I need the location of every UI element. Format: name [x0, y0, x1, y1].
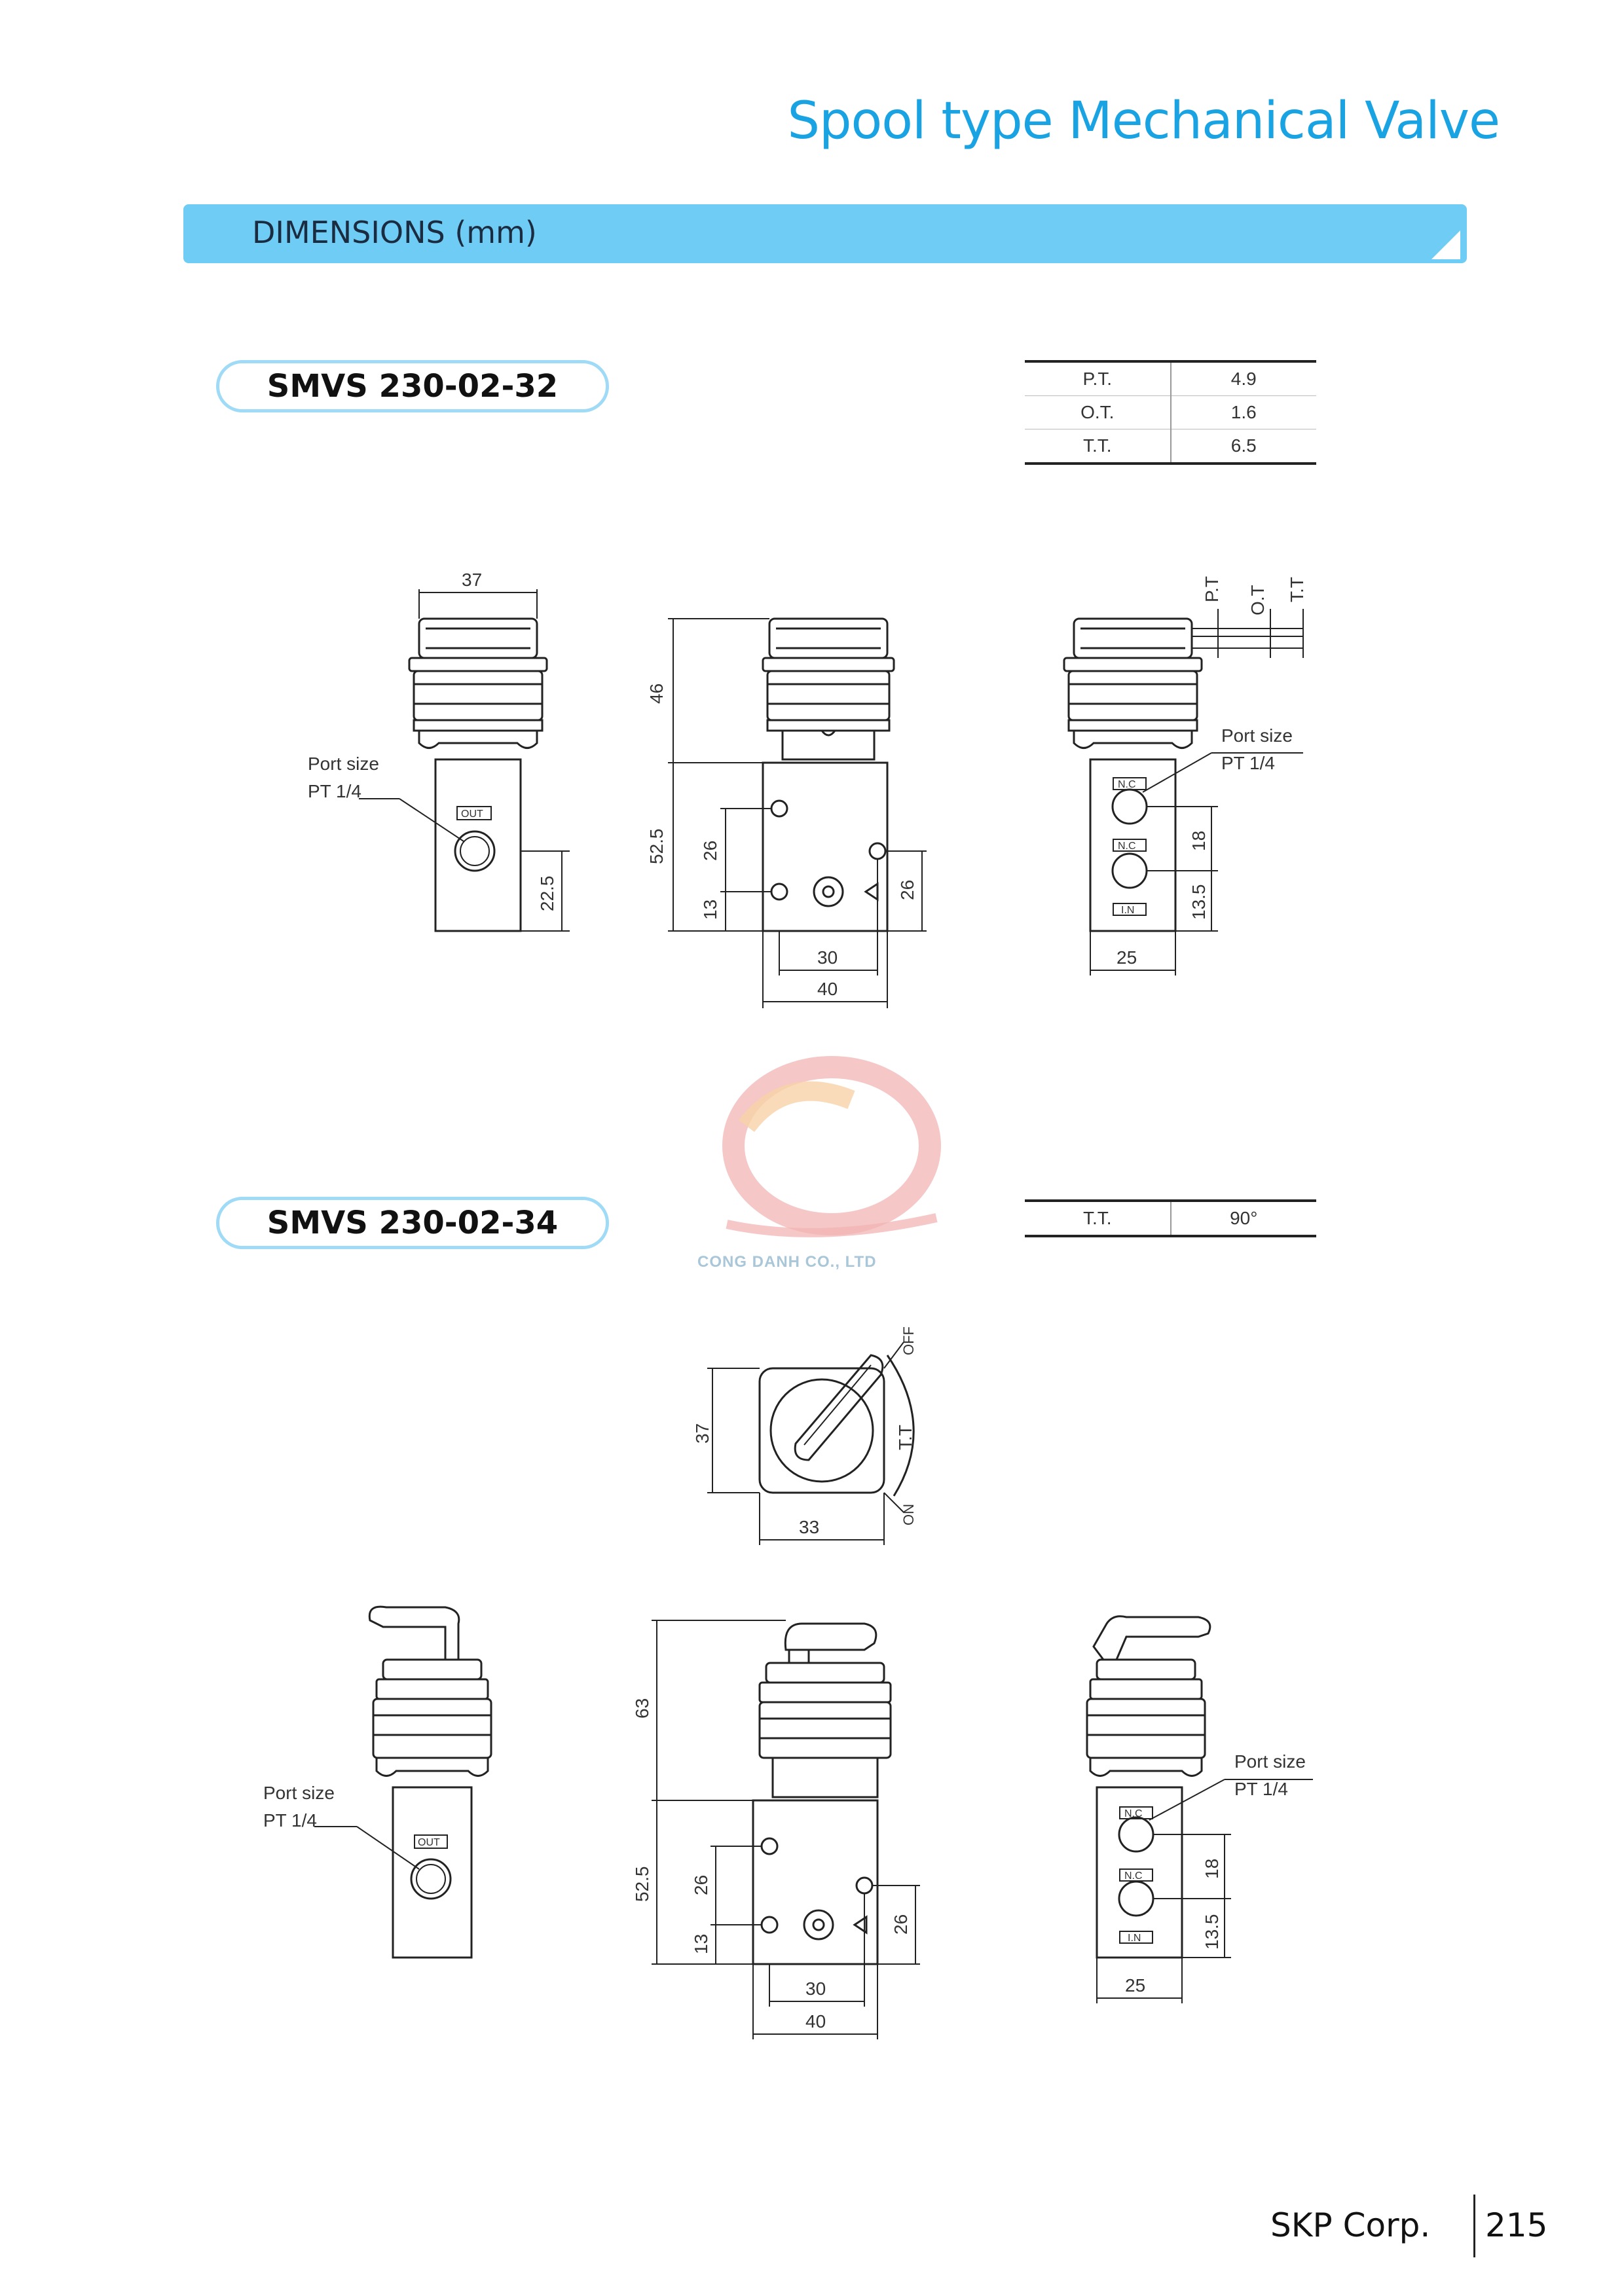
dim-37: 37 [462, 570, 482, 590]
tt-label: T.T [1287, 577, 1307, 602]
dim-18: 18 [1189, 831, 1209, 851]
dim-46: 46 [646, 683, 667, 704]
watermark-logo-icon [722, 1056, 941, 1237]
port-size-value: PT 1/4 [263, 1810, 317, 1831]
on-label: ON [900, 1504, 917, 1525]
ot-label: O.T [1247, 585, 1268, 615]
spec-table-34: T.T. 90° [1025, 1199, 1316, 1237]
spec-label: T.T. [1025, 429, 1172, 464]
nc-label: N.C [1118, 841, 1136, 852]
side-view-34 [652, 1620, 920, 2039]
model-name: SMVS 230-02-34 [267, 1205, 559, 1241]
spec-value: 4.9 [1170, 361, 1316, 396]
dim-18: 18 [1202, 1859, 1222, 1879]
spec-label: P.T. [1025, 361, 1172, 396]
dim-26: 26 [897, 880, 917, 900]
front-view-32 [359, 589, 570, 932]
dim-37: 37 [692, 1423, 712, 1444]
out-label: OUT [461, 809, 483, 820]
dim-13: 13 [700, 900, 720, 920]
watermark-company: CONG DANH CO., LTD [697, 1253, 877, 1271]
dim-26: 26 [691, 1875, 711, 1895]
port-view-34 [1086, 1615, 1313, 2003]
port-size-label: Port size [1221, 725, 1293, 746]
spec-table-32: P.T. 4.9 O.T. 1.6 T.T. 6.5 [1025, 360, 1316, 465]
model-label-32: SMVS 230-02-32 [216, 360, 609, 412]
nc-label: N.C [1124, 1870, 1143, 1882]
dim-40: 40 [817, 979, 838, 999]
port-size-value: PT 1/4 [308, 781, 361, 801]
spec-value: 90° [1230, 1208, 1258, 1228]
tt-label: T.T [895, 1425, 915, 1450]
port-size-value: PT 1/4 [1234, 1779, 1288, 1799]
page-number: 215 [1485, 2206, 1548, 2244]
spec-value: 6.5 [1230, 435, 1257, 456]
off-label: OFF [900, 1326, 917, 1355]
top-view-34 [707, 1341, 915, 1545]
spec-label: O.T. [1025, 395, 1172, 429]
nc-label: N.C [1118, 779, 1136, 790]
dim-26: 26 [700, 841, 720, 861]
section-header-bar: DIMENSIONS (mm) [183, 204, 1467, 263]
spec-label: T.T. [1025, 1201, 1172, 1236]
front-view-34 [314, 1605, 492, 1959]
dim-25: 25 [1116, 947, 1137, 968]
dim-63: 63 [632, 1698, 652, 1719]
dim-52-5: 52.5 [632, 1867, 652, 1903]
dim-33: 33 [799, 1517, 819, 1537]
out-label: OUT [418, 1837, 440, 1848]
side-view-32 [668, 617, 927, 1008]
pt-label: P.T [1202, 576, 1222, 602]
dim-40: 40 [805, 2011, 826, 2032]
dim-25: 25 [1125, 1975, 1145, 1995]
footer-divider [1473, 2195, 1475, 2257]
model-label-34: SMVS 230-02-34 [216, 1197, 609, 1249]
port-view-32 [1063, 609, 1304, 975]
model-name: SMVS 230-02-32 [267, 368, 559, 405]
dim-13-5: 13.5 [1202, 1914, 1222, 1950]
table-row: T.T. 90° [1025, 1201, 1316, 1236]
dim-22-5: 22.5 [537, 876, 557, 912]
dim-13-5: 13.5 [1189, 884, 1209, 920]
nc-label: N.C [1124, 1808, 1143, 1819]
port-size-label: Port size [308, 754, 379, 774]
dim-13: 13 [691, 1934, 711, 1954]
table-row: P.T. 4.9 [1025, 361, 1316, 396]
dim-30: 30 [805, 1978, 826, 1999]
table-row: O.T. 1.6 [1025, 395, 1316, 429]
page-title: Spool type Mechanical Valve [787, 92, 1500, 151]
port-size-value: PT 1/4 [1221, 753, 1275, 773]
port-size-label: Port size [263, 1783, 335, 1803]
in-label: I.N [1121, 905, 1134, 916]
dim-52-5: 52.5 [646, 829, 667, 865]
spec-value: 1.6 [1170, 395, 1316, 429]
port-size-label: Port size [1234, 1751, 1306, 1772]
dim-30: 30 [817, 947, 838, 968]
table-row: T.T. 6.5 [1025, 429, 1316, 464]
dim-26: 26 [891, 1914, 911, 1935]
section-title: DIMENSIONS (mm) [252, 215, 537, 250]
in-label: I.N [1128, 1933, 1141, 1944]
corner-notch-icon [1431, 230, 1460, 259]
footer-company: SKP Corp. [1270, 2206, 1431, 2244]
